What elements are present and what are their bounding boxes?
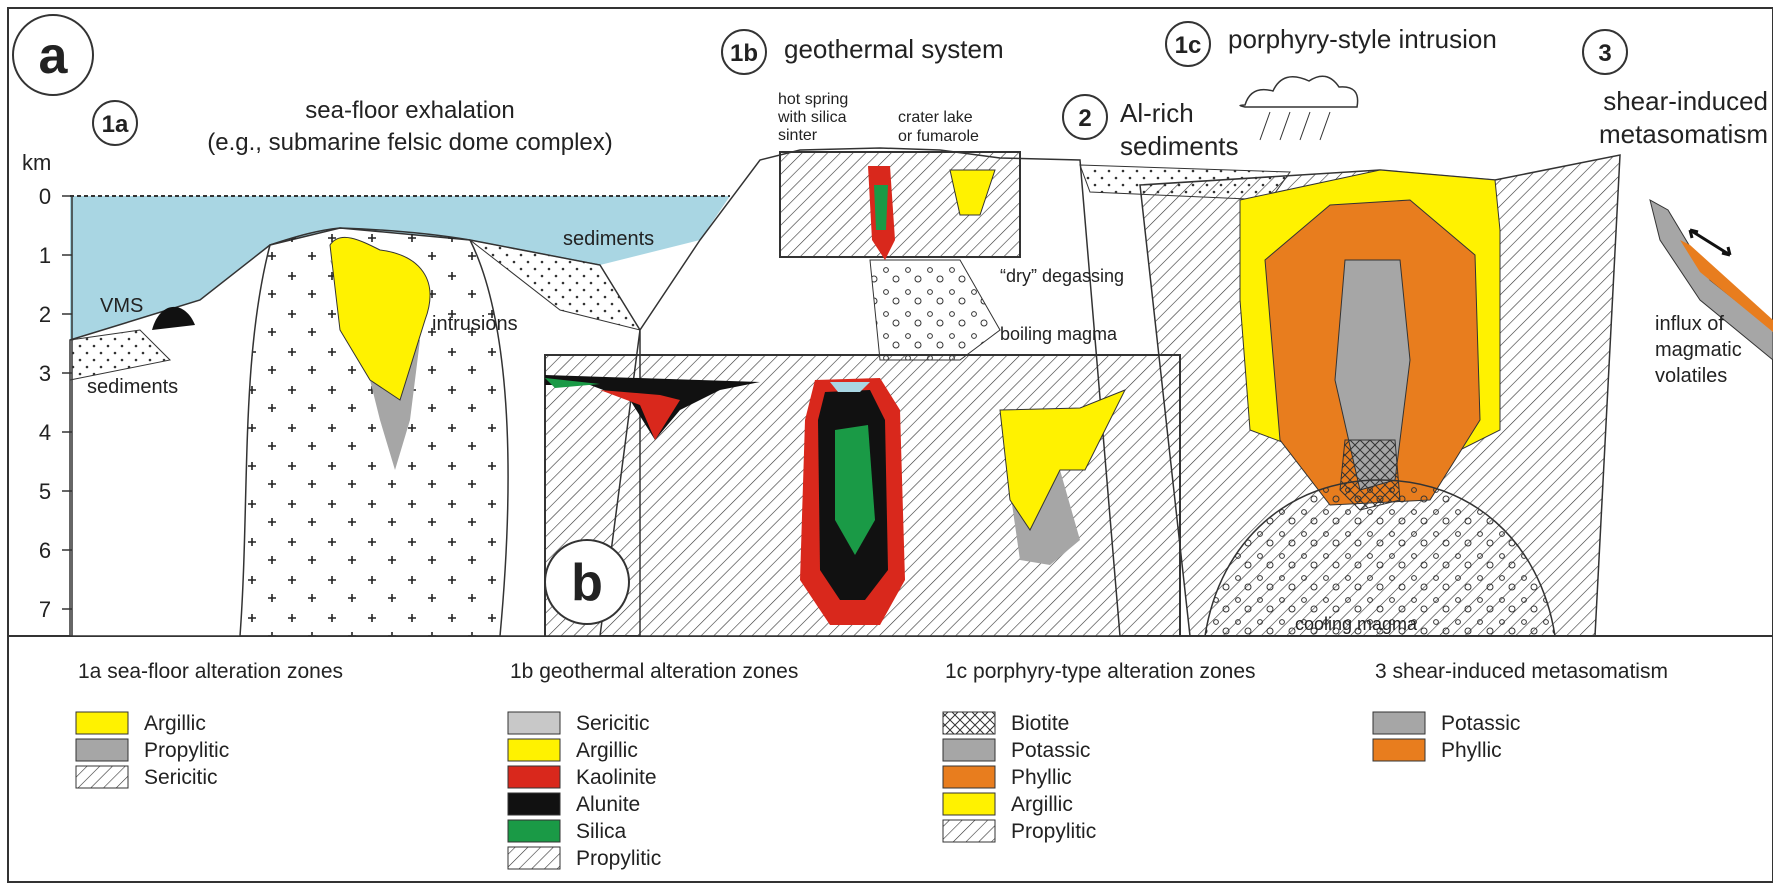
legend-swatch: [943, 739, 995, 761]
depth-tick-label: 4: [39, 420, 51, 445]
legend-swatch: [943, 820, 995, 842]
legend-item-label: Propylitic: [144, 739, 229, 762]
intrusions-label: intrusions: [432, 313, 518, 335]
legend-item-label: Potassic: [1011, 739, 1090, 762]
depth-tick-label: 2: [39, 302, 51, 327]
sec-1b-title: geothermal system: [784, 34, 1004, 64]
sec-2-num: 2: [1078, 105, 1091, 132]
legend-item-label: Argillic: [1011, 793, 1073, 816]
legend-swatch: [943, 793, 995, 815]
crater-label-2: or fumarole: [898, 128, 979, 145]
dry-degassing-label: “dry” degassing: [1000, 266, 1124, 286]
legend-swatch: [76, 712, 128, 734]
legend-item-label: Kaolinite: [576, 766, 657, 789]
legend-swatch: [508, 766, 560, 788]
legend-item-label: Propylitic: [576, 847, 661, 870]
sec-3-num: 3: [1598, 40, 1611, 67]
hot-spring-label-1: hot spring: [778, 91, 848, 108]
legend-swatch: [508, 739, 560, 761]
legend-swatch: [508, 847, 560, 869]
legend-item-label: Propylitic: [1011, 820, 1096, 843]
legend-title: 1b geothermal alteration zones: [510, 660, 798, 683]
hot-spring-label-3: sinter: [778, 127, 818, 144]
legend-swatch: [76, 739, 128, 761]
sec-1a-title-2: (e.g., submarine felsic dome complex): [207, 129, 613, 156]
sec-1a-num: 1a: [102, 111, 129, 138]
depth-tick-label: 0: [39, 184, 51, 209]
sec-1c-title: porphyry-style intrusion: [1228, 24, 1497, 54]
legend-swatch: [508, 793, 560, 815]
sediments-left-label: sediments: [87, 376, 178, 398]
legend-item-label: Phyllic: [1441, 739, 1502, 762]
depth-unit: km: [22, 150, 51, 175]
sec-1c-num: 1c: [1175, 32, 1202, 59]
boiling-magma-label: boiling magma: [1000, 324, 1118, 344]
legend-item-label: Argillic: [144, 712, 206, 735]
1b-silica-small: [874, 185, 888, 230]
depth-tick-label: 6: [39, 538, 51, 563]
panel-a-label: a: [39, 27, 69, 85]
legend-title: 1a sea-floor alteration zones: [78, 660, 343, 683]
depth-tick-label: 3: [39, 361, 51, 386]
legend-swatch: [508, 820, 560, 842]
depth-tick-label: 5: [39, 479, 51, 504]
depth-tick-label: 7: [39, 597, 51, 622]
legend-item-label: Biotite: [1011, 712, 1069, 735]
legend-swatch: [1373, 739, 1425, 761]
legend-swatch: [508, 712, 560, 734]
sec-3-title-1: shear-induced: [1603, 86, 1768, 116]
legend-swatch: [1373, 712, 1425, 734]
legend-item-label: Potassic: [1441, 712, 1520, 735]
legend-item-label: Phyllic: [1011, 766, 1072, 789]
influx-label-2: magmatic: [1655, 339, 1742, 361]
panel-b-label: b: [571, 554, 603, 612]
cooling-magma-label: cooling magma: [1295, 614, 1418, 634]
legend-title: 1c porphyry-type alteration zones: [945, 660, 1256, 683]
legend-item-label: Sericitic: [144, 766, 218, 789]
legend-swatch: [76, 766, 128, 788]
legend-swatch: [943, 712, 995, 734]
legend-item-label: Silica: [576, 820, 627, 843]
sec-3-title-2: metasomatism: [1599, 119, 1768, 149]
hot-spring-label-2: with silica: [777, 109, 847, 126]
legend-swatch: [943, 766, 995, 788]
legend-item-label: Argillic: [576, 739, 638, 762]
legend-item-label: Sericitic: [576, 712, 650, 735]
legend-item-label: Alunite: [576, 793, 640, 816]
sec-1b-num: 1b: [730, 40, 758, 67]
influx-label-1: influx of: [1655, 313, 1724, 335]
depth-tick-label: 1: [39, 243, 51, 268]
influx-label-3: volatiles: [1655, 365, 1727, 387]
sec-2-title-1: Al-rich: [1120, 98, 1194, 128]
sec-2-title-2: sediments: [1120, 131, 1239, 161]
sec-1a-title-1: sea-floor exhalation: [305, 97, 514, 124]
sediments-mid-label: sediments: [563, 228, 654, 250]
legend-title: 3 shear-induced metasomatism: [1375, 660, 1668, 683]
crater-label-1: crater lake: [898, 109, 973, 126]
vms-label: VMS: [100, 295, 143, 317]
